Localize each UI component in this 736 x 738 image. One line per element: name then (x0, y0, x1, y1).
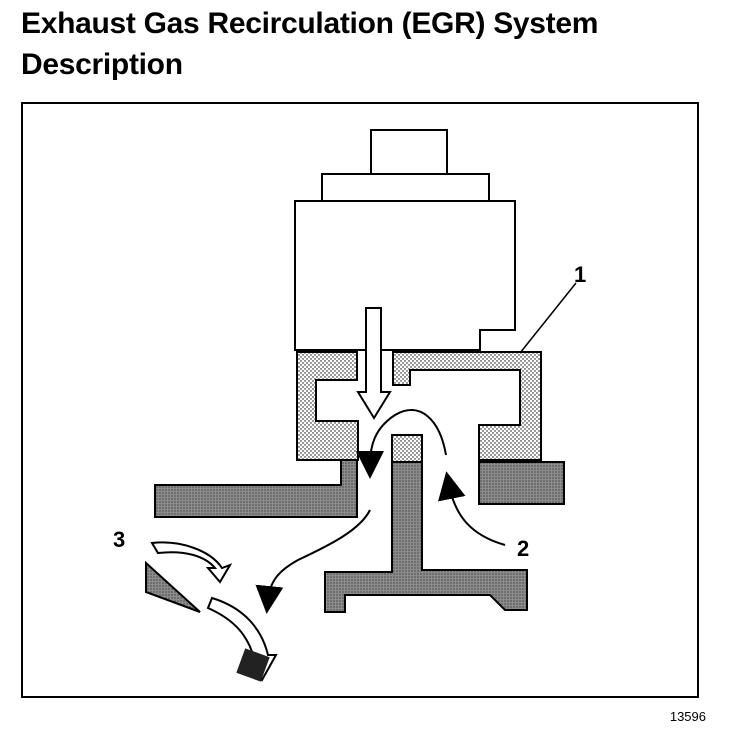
exhaust-deflector (145, 560, 201, 613)
flow-inlet-arrow (438, 471, 506, 546)
title-line-1: Exhaust Gas Recirculation (EGR) System (21, 7, 599, 40)
diagram-frame (21, 102, 699, 698)
exhaust-curve-arrow-1 (150, 541, 233, 584)
exhaust-arrow-tip (236, 648, 270, 682)
vacuum-arrow (356, 307, 392, 420)
page-title: Exhaust Gas Recirculation (EGR) System D… (21, 3, 721, 85)
flow-arc-over-pintle (356, 409, 447, 479)
callout-3: 3 (113, 527, 125, 552)
valve-pintle (324, 461, 528, 613)
inlet-block (478, 461, 565, 505)
title-line-2: Description (21, 48, 183, 81)
housing-right-wall (392, 351, 542, 461)
actuator-plate (321, 173, 490, 202)
housing-left-wall (296, 351, 359, 461)
pintle-cap (391, 434, 423, 463)
leader-line-1 (519, 282, 577, 354)
actuator-body (294, 200, 516, 351)
outlet-pipe (154, 459, 358, 518)
callout-2: 2 (517, 536, 529, 561)
flow-down-left-arrow (255, 509, 371, 614)
actuator-cap (370, 129, 448, 175)
figure-number: 13596 (669, 709, 706, 724)
callout-1: 1 (574, 262, 586, 287)
